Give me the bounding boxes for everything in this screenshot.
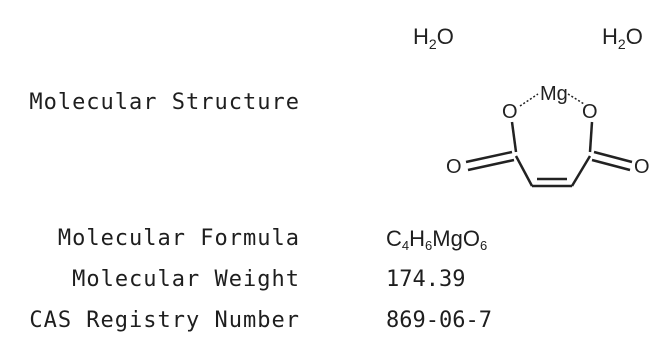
molecular-structure-drawing: H2O H2O Mg O O O O	[413, 24, 650, 188]
bond-c-o-double-left-a	[465, 150, 513, 164]
carbonyl-oxygen-right: O	[634, 156, 650, 178]
oxygen-left: O	[502, 101, 518, 123]
molecular-weight-label: Molecular Weight	[72, 267, 300, 292]
molecular-formula-value: C4H6MgO6	[386, 226, 487, 259]
bond-c-o-double-right-b	[591, 158, 631, 172]
oxygen-right: O	[582, 101, 598, 123]
bond-c-o-left	[510, 121, 518, 153]
water-molecule-1: H2O	[413, 24, 454, 52]
carbonyl-oxygen-left: O	[446, 156, 462, 178]
formula-subscript: 4	[401, 238, 410, 253]
formula-element: Mg	[432, 226, 463, 251]
formula-element: O	[462, 226, 480, 251]
formula-subscript: 6	[425, 238, 433, 253]
formula-subscript: 6	[479, 238, 488, 253]
bond-c-c-right	[570, 155, 592, 187]
formula-element: C	[386, 226, 402, 251]
molecular-formula-label: Molecular Formula	[57, 226, 300, 251]
bond-c-o-right	[588, 121, 594, 153]
bond-c-o-double-left-b	[467, 158, 515, 172]
magnesium-atom: Mg	[540, 83, 568, 105]
cas-registry-number-value: 869-06-7	[386, 308, 492, 333]
bond-o-mg-right	[567, 93, 585, 105]
water-molecule-2: H2O	[602, 24, 643, 52]
molecular-weight-value: 174.39	[386, 267, 466, 292]
cas-registry-number-label: CAS Registry Number	[29, 308, 300, 333]
formula-element: H	[409, 226, 426, 251]
molecular-structure-label: Molecular Structure	[29, 90, 300, 115]
bond-c-c-left	[514, 155, 534, 187]
bond-o-mg-left	[519, 93, 539, 107]
bond-c-o-double-right-a	[593, 150, 633, 164]
